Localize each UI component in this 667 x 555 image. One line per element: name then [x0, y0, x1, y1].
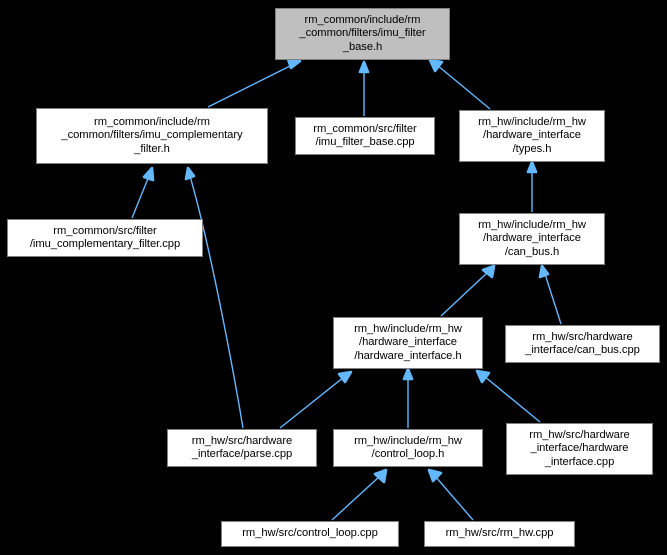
graph-node-imu_filter_base_h[interactable]: rm_common/include/rm _common/filters/imu…: [275, 8, 450, 60]
edge-control_loop_h-to-hardware_interface_h: [402, 367, 414, 428]
graph-node-label: rm_hw/src/rm_hw.cpp: [445, 527, 554, 540]
edge-hardware_interface_cpp-to-hardware_interface_h: [475, 369, 541, 423]
arrowhead: [402, 367, 414, 381]
edge-can_bus_cpp-to-can_bus_h: [538, 264, 562, 325]
arrowhead: [142, 166, 155, 182]
graph-node-label: rm_hw/include/rm_hw /hardware_interface …: [478, 115, 586, 155]
graph-node-imu_complementary_filter_cpp[interactable]: rm_common/src/filter /imu_complementary_…: [7, 219, 203, 257]
arrowhead: [286, 57, 302, 70]
edge-rm_hw_cpp-to-control_loop_h: [427, 468, 474, 521]
arrowhead: [373, 468, 388, 484]
arrowhead: [538, 264, 550, 279]
edge-imu_complementary_filter_h-to-imu_filter_base_h: [207, 57, 302, 108]
edge-control_loop_cpp-to-control_loop_h: [331, 468, 388, 521]
graph-node-can_bus_cpp[interactable]: rm_hw/src/hardware _interface/can_bus.cp…: [505, 325, 660, 363]
graph-node-label: rm_hw/include/rm_hw /control_loop.h: [354, 434, 462, 460]
arrowhead: [475, 369, 491, 384]
graph-node-imu_complementary_filter_h[interactable]: rm_common/include/rm _common/filters/imu…: [36, 108, 268, 164]
graph-node-label: rm_hw/src/hardware _interface/parse.cpp: [191, 434, 293, 460]
edge-hardware_interface_h-to-can_bus_h: [440, 264, 496, 317]
edge-parse_cpp-to-imu_complementary_filter_h: [184, 166, 244, 429]
arrowhead: [337, 370, 353, 384]
graph-node-label: rm_hw/src/hardware _interface/can_bus.cp…: [525, 330, 640, 356]
arrowhead: [428, 58, 444, 73]
graph-node-parse_cpp[interactable]: rm_hw/src/hardware _interface/parse.cpp: [167, 429, 317, 467]
graph-node-control_loop_h[interactable]: rm_hw/include/rm_hw /control_loop.h: [333, 429, 483, 467]
edge-imu_complementary_filter_cpp-to-imu_complementary_filter_h: [131, 166, 155, 219]
arrowhead: [427, 468, 443, 483]
arrowhead: [358, 60, 370, 74]
graph-node-label: rm_hw/include/rm_hw /hardware_interface …: [478, 218, 586, 258]
arrowhead: [526, 160, 538, 174]
arrowhead: [481, 264, 496, 279]
graph-node-hardware_interface_h[interactable]: rm_hw/include/rm_hw /hardware_interface …: [333, 317, 483, 369]
graph-node-control_loop_cpp[interactable]: rm_hw/src/control_loop.cpp: [221, 521, 399, 547]
graph-node-label: rm_common/include/rm _common/filters/imu…: [299, 13, 426, 53]
edge-parse_cpp-to-hardware_interface_h: [279, 370, 353, 429]
graph-node-label: rm_common/src/filter /imu_filter_base.cp…: [313, 122, 417, 148]
graph-node-hardware_interface_cpp[interactable]: rm_hw/src/hardware _interface/hardware _…: [506, 423, 653, 475]
graph-node-label: rm_common/src/filter /imu_complementary_…: [29, 224, 181, 250]
graph-node-imu_filter_base_cpp[interactable]: rm_common/src/filter /imu_filter_base.cp…: [295, 117, 435, 155]
arrowhead: [184, 166, 196, 181]
graph-node-label: rm_hw/src/control_loop.cpp: [242, 527, 378, 540]
graph-node-can_bus_h[interactable]: rm_hw/include/rm_hw /hardware_interface …: [459, 213, 605, 265]
edge-types_h-to-imu_filter_base_h: [428, 58, 491, 110]
graph-node-types_h[interactable]: rm_hw/include/rm_hw /hardware_interface …: [459, 110, 605, 162]
graph-node-label: rm_hw/include/rm_hw /hardware_interface …: [354, 322, 462, 362]
edge-imu_filter_base_cpp-to-imu_filter_base_h: [358, 60, 370, 116]
graph-node-label: rm_common/include/rm _common/filters/imu…: [61, 115, 243, 155]
edge-can_bus_h-to-types_h: [526, 160, 538, 212]
graph-node-rm_hw_cpp[interactable]: rm_hw/src/rm_hw.cpp: [424, 521, 575, 547]
graph-node-label: rm_hw/src/hardware _interface/hardware _…: [529, 428, 630, 468]
